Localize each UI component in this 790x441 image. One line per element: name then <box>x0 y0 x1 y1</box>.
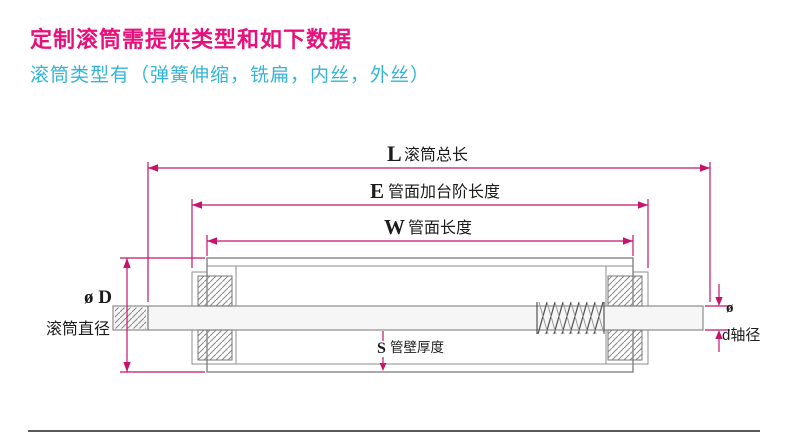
dim-L-label: 滚筒总长 <box>404 146 468 164</box>
dim-D-label: 滚筒直径 <box>46 320 110 338</box>
bearing-top-left <box>197 275 233 307</box>
dimension-W: W 管面长度 <box>206 215 634 256</box>
dimension-D: ø D 滚筒直径 <box>46 257 205 373</box>
dim-D-symbol: ø D <box>84 287 112 308</box>
dim-S-label: 管壁厚度 <box>390 340 444 355</box>
page-title: 定制滚筒需提供类型和如下数据 <box>30 27 353 52</box>
dim-W-symbol: W <box>384 215 405 239</box>
bearing-bottom-right <box>607 329 643 361</box>
bearing-top-right <box>607 275 643 307</box>
bearing-bottom-left <box>197 329 233 361</box>
spring <box>536 301 605 335</box>
bottom-divider <box>28 430 760 432</box>
dim-d-label: d轴径 <box>722 327 760 344</box>
dim-E-symbol: E <box>370 179 384 203</box>
dimension-d: ø d轴径 <box>705 284 760 352</box>
page-subtitle: 滚筒类型有（弹簧伸缩，铣扁，内丝，外丝） <box>30 65 431 86</box>
roller-shaft <box>112 305 704 331</box>
dim-W-label: 管面长度 <box>408 219 472 237</box>
shaft-end-knurl <box>115 307 146 329</box>
dimension-S: S 管壁厚度 <box>377 331 444 371</box>
dimension-E: E 管面加台阶长度 <box>191 179 649 268</box>
bearings <box>197 275 643 361</box>
dim-S-symbol: S <box>377 340 386 357</box>
dim-E-label: 管面加台阶长度 <box>388 183 500 201</box>
dimension-L: L 滚筒总长 <box>147 141 711 302</box>
dim-d-symbol: ø <box>726 300 734 316</box>
dim-L-symbol: L <box>387 141 402 166</box>
